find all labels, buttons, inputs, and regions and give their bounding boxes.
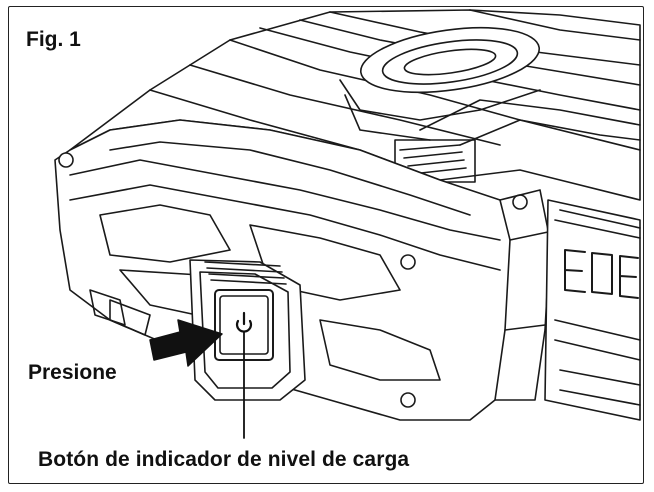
press-label: Presione [28,361,117,384]
figure-frame [8,6,644,484]
brand-lettering [564,249,639,299]
arrow-right-icon [149,319,223,367]
button-label: Botón de indicador de nivel de carga [38,448,410,471]
battery-body [54,9,641,421]
figure-label: Fig. 1 [26,28,81,51]
